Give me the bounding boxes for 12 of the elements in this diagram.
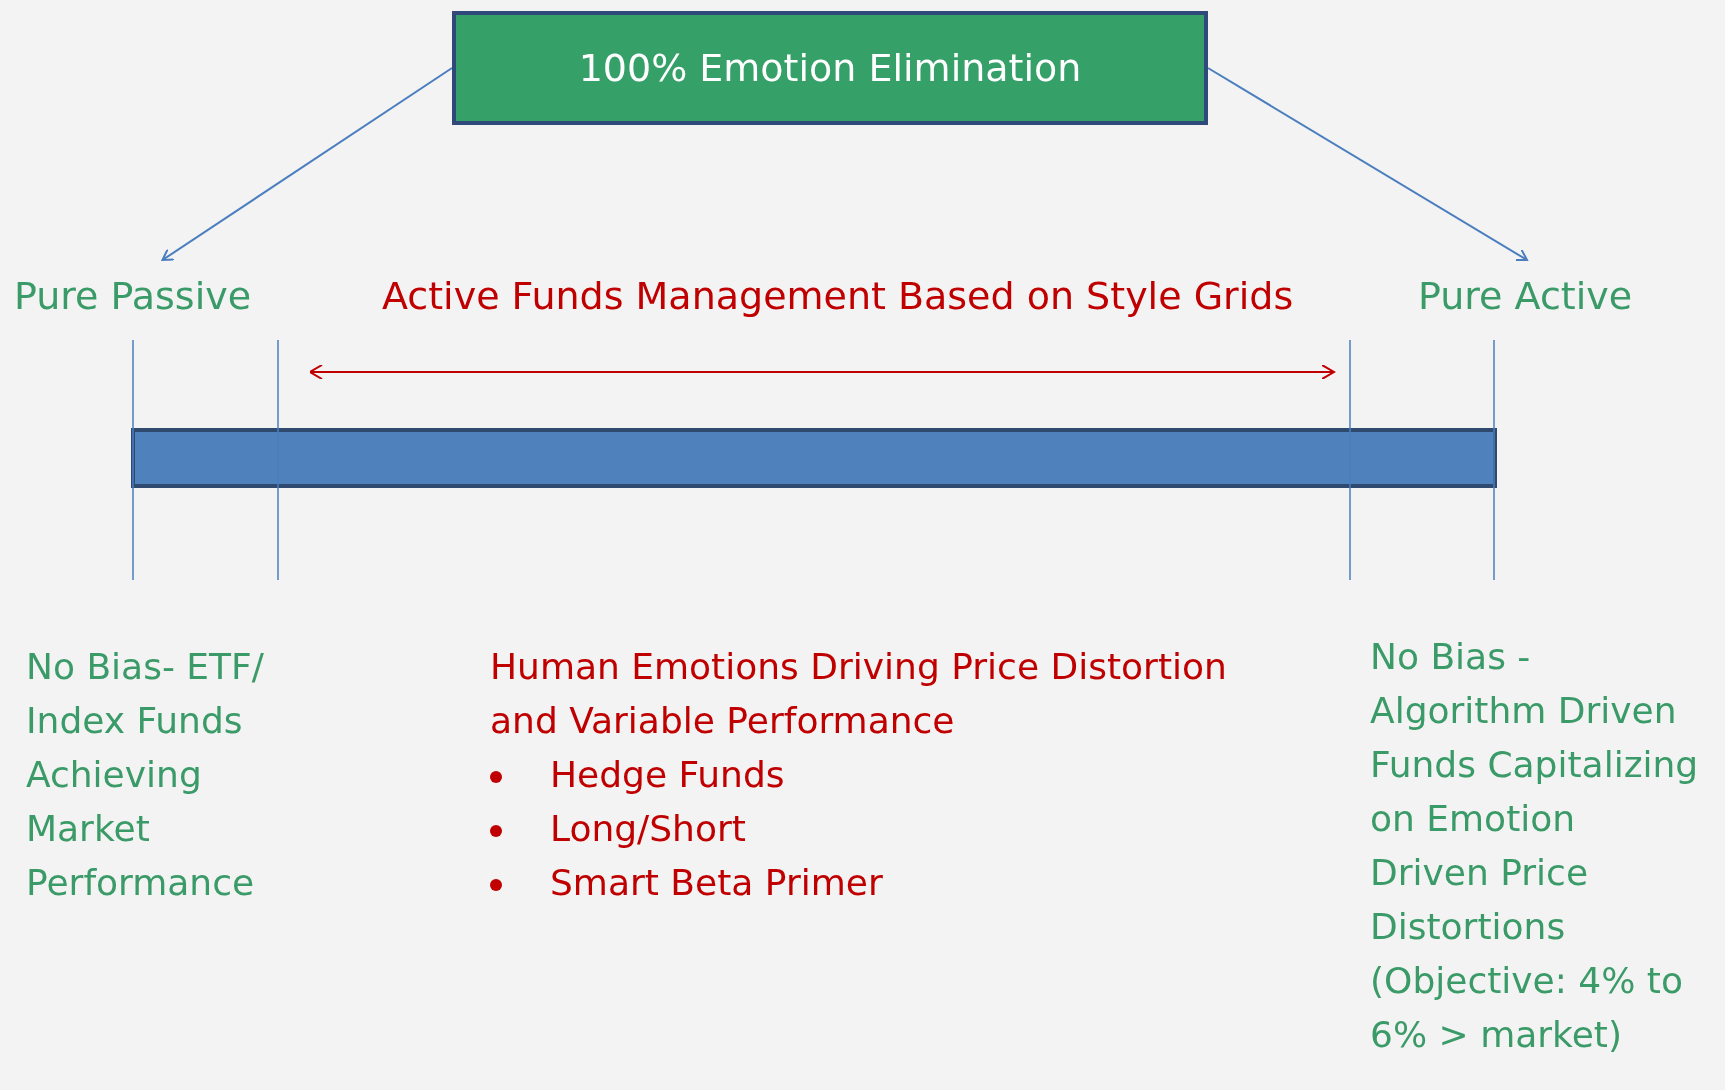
range-label: Active Funds Management Based on Style Grids: [382, 273, 1294, 320]
bullet-text: Long/Short: [550, 808, 746, 849]
arrow: [1207, 67, 1528, 261]
description-text: Human Emotions Driving Price Distortion and Variable Performance: [490, 645, 1228, 743]
title-box: 100% Emotion Elimination: [452, 11, 1208, 125]
description-text: No Bias - Algorithm Driven Funds Capitalizing on Emotion Driven Price Distortions (Objective: 4% to 6% > market): [1370, 635, 1700, 1057]
description-text: No Bias- ETF/ Index Funds Achieving Market Performance: [26, 645, 265, 905]
arrow: [161, 67, 453, 261]
bullet-text: Hedge Funds: [550, 754, 785, 795]
category-label: Pure Active: [1418, 268, 1633, 324]
bullet-text: Smart Beta Primer: [550, 862, 883, 903]
category-label: Pure Passive: [14, 268, 252, 324]
